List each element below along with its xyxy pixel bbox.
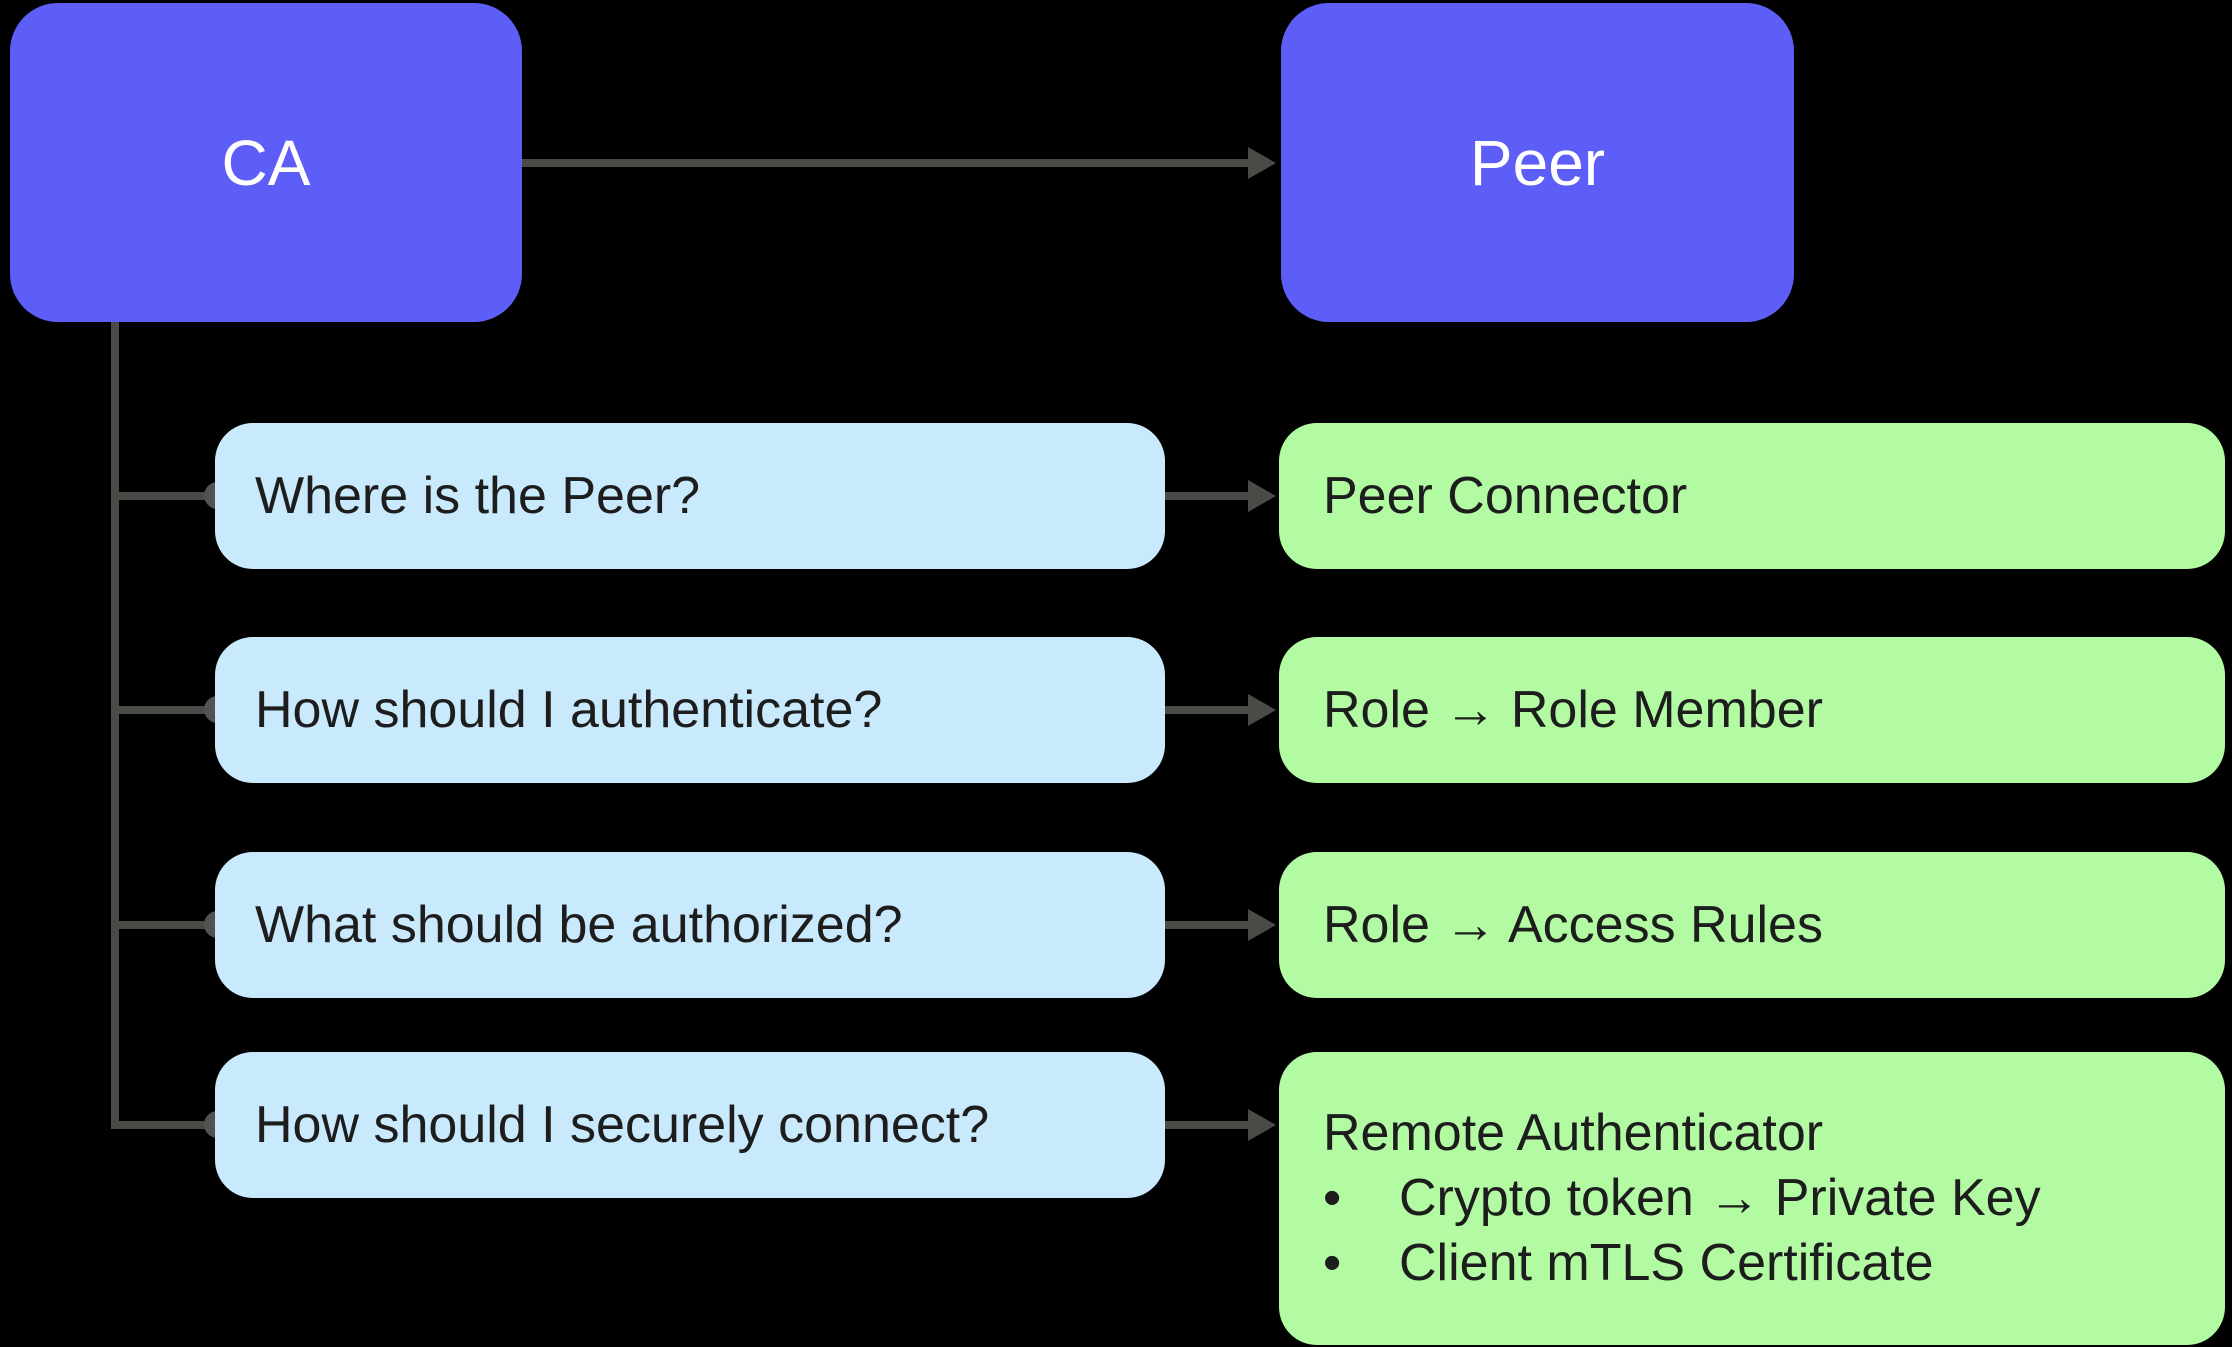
- branch-line-2: [111, 706, 210, 714]
- question-label: How should I authenticate?: [255, 681, 883, 739]
- answer-bullet-line: • Client mTLS Certificate: [1323, 1234, 1934, 1292]
- branch-line-1: [111, 492, 210, 500]
- question-box-where-is-peer: Where is the Peer?: [215, 423, 1165, 569]
- answer-arrowhead-icon-3: [1248, 909, 1276, 941]
- entity-ca-label: CA: [221, 126, 311, 199]
- answer-line: Role → Role Member: [1323, 680, 1823, 739]
- answer-box-remote-authenticator: Remote Authenticator • Crypto token → Pr…: [1279, 1052, 2225, 1345]
- question-label: Where is the Peer?: [255, 467, 701, 525]
- answer-bullet-line: • Crypto token → Private Key: [1323, 1169, 2041, 1227]
- answer-arrowhead-icon-2: [1248, 694, 1276, 726]
- ca-peer-arrow-line: [522, 159, 1248, 167]
- answer-box-peer-connector: Peer Connector: [1279, 423, 2225, 569]
- ca-trunk-line: [111, 322, 119, 1129]
- question-box-what-authorized: What should be authorized?: [215, 852, 1165, 998]
- answer-arrow-line-3: [1165, 921, 1248, 929]
- branch-line-3: [111, 921, 210, 929]
- ca-peer-arrowhead-icon: [1248, 147, 1276, 179]
- answer-line: Role → Access Rules: [1323, 895, 1823, 954]
- answer-box-role-member: Role → Role Member: [1279, 637, 2225, 783]
- answer-arrowhead-icon-4: [1248, 1109, 1276, 1141]
- answer-arrowhead-icon-1: [1248, 480, 1276, 512]
- question-label: How should I securely connect?: [255, 1096, 990, 1154]
- question-box-how-authenticate: How should I authenticate?: [215, 637, 1165, 783]
- entity-ca: CA: [10, 3, 522, 322]
- entity-peer: Peer: [1281, 3, 1794, 322]
- answer-arrow-line-4: [1165, 1121, 1248, 1129]
- question-label: What should be authorized?: [255, 896, 903, 954]
- branch-line-4: [111, 1121, 210, 1129]
- answer-arrow-line-1: [1165, 492, 1248, 500]
- question-box-how-connect: How should I securely connect?: [215, 1052, 1165, 1198]
- entity-peer-label: Peer: [1469, 126, 1606, 199]
- answer-line: Remote Authenticator: [1323, 1104, 1824, 1162]
- answer-line: Peer Connector: [1323, 466, 1688, 525]
- answer-arrow-line-2: [1165, 706, 1248, 714]
- answer-box-access-rules: Role → Access Rules: [1279, 852, 2225, 998]
